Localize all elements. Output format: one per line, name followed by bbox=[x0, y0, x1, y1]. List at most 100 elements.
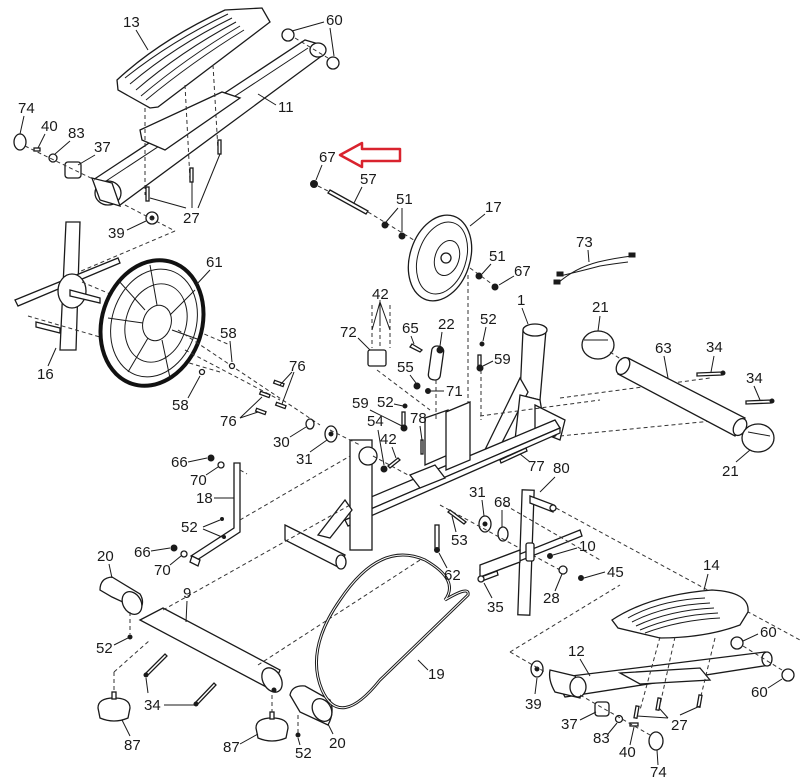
screw-52 bbox=[295, 732, 301, 738]
label-73: 73 bbox=[576, 234, 593, 251]
nut-67 bbox=[491, 283, 499, 291]
label-51: 51 bbox=[396, 191, 413, 208]
bolt-77 bbox=[499, 447, 528, 464]
bolt-27 bbox=[655, 697, 662, 712]
label-58: 58 bbox=[220, 325, 237, 342]
label-34: 34 bbox=[706, 339, 723, 356]
label-87: 87 bbox=[223, 739, 240, 756]
screw-52 bbox=[479, 341, 485, 347]
label-42: 42 bbox=[380, 431, 397, 448]
pulley-assembly bbox=[310, 180, 499, 420]
label-52: 52 bbox=[96, 640, 113, 657]
idler-22 bbox=[427, 345, 445, 381]
label-31: 31 bbox=[296, 451, 313, 468]
nut-45 bbox=[578, 575, 584, 581]
washer-28 bbox=[558, 565, 568, 575]
label-27: 27 bbox=[183, 210, 200, 227]
flywheel-61 bbox=[98, 258, 206, 388]
nut-10 bbox=[547, 553, 553, 559]
label-22: 22 bbox=[438, 316, 455, 333]
left-pedal-assembly bbox=[13, 7, 340, 281]
label-53: 53 bbox=[451, 532, 468, 549]
bolt-59 bbox=[401, 411, 406, 427]
bolt-27 bbox=[145, 186, 150, 202]
nut-66 bbox=[170, 544, 178, 552]
pedal-13 bbox=[116, 7, 271, 109]
label-55: 55 bbox=[397, 359, 414, 376]
label-54: 54 bbox=[367, 413, 384, 430]
label-52: 52 bbox=[480, 311, 497, 328]
label-60: 60 bbox=[760, 624, 777, 641]
bolt-27 bbox=[696, 694, 703, 709]
label-68: 68 bbox=[494, 494, 511, 511]
bolt-58 bbox=[228, 362, 236, 370]
screw-40 bbox=[33, 147, 41, 152]
bolt-34 bbox=[696, 371, 723, 377]
frame-fasteners bbox=[367, 300, 528, 553]
label-80: 80 bbox=[553, 460, 570, 477]
label-74: 74 bbox=[650, 764, 667, 781]
bolt-58 bbox=[198, 368, 206, 376]
nut-66 bbox=[207, 454, 215, 462]
rear-stabilizer bbox=[581, 330, 775, 453]
bolt-34 bbox=[194, 682, 217, 706]
flywheel-assembly bbox=[14, 221, 338, 443]
label-40: 40 bbox=[619, 744, 636, 761]
bolt-76 bbox=[274, 401, 287, 410]
label-28: 28 bbox=[543, 590, 560, 607]
label-21: 21 bbox=[722, 463, 739, 480]
label-16: 16 bbox=[37, 366, 54, 383]
bolt-62 bbox=[434, 524, 440, 550]
label-9: 9 bbox=[183, 585, 191, 602]
label-58: 58 bbox=[172, 397, 189, 414]
bolt-76 bbox=[272, 379, 285, 388]
stabilizer-9 bbox=[138, 607, 281, 691]
label-1: 1 bbox=[517, 292, 525, 309]
end-cap-21 bbox=[581, 330, 615, 360]
nut-55 bbox=[413, 382, 421, 390]
label-67-highlighted: 67 bbox=[319, 149, 336, 166]
label-18: 18 bbox=[196, 490, 213, 507]
washer-83 bbox=[614, 714, 624, 724]
washer-70 bbox=[180, 550, 188, 558]
nut-60 bbox=[326, 56, 340, 70]
label-27: 27 bbox=[671, 717, 688, 734]
right-pedal-assembly bbox=[509, 584, 795, 751]
nut-60 bbox=[781, 668, 795, 682]
label-39: 39 bbox=[108, 225, 125, 242]
label-14: 14 bbox=[703, 557, 720, 574]
bracket-18-assembly bbox=[170, 454, 351, 567]
pedal-bracket bbox=[139, 91, 242, 151]
screw-40 bbox=[629, 722, 639, 727]
label-37: 37 bbox=[94, 139, 111, 156]
screw-52 bbox=[127, 634, 133, 640]
label-17: 17 bbox=[485, 199, 502, 216]
bolt-27 bbox=[217, 139, 222, 155]
label-72: 72 bbox=[340, 324, 357, 341]
washer-83 bbox=[48, 153, 58, 163]
label-59: 59 bbox=[494, 351, 511, 368]
label-60: 60 bbox=[326, 12, 343, 29]
label-87: 87 bbox=[124, 737, 141, 754]
label-35: 35 bbox=[487, 599, 504, 616]
nut-51 bbox=[398, 232, 406, 240]
axle-57 bbox=[327, 189, 369, 215]
label-71: 71 bbox=[446, 383, 463, 400]
label-12: 12 bbox=[568, 643, 585, 660]
label-34: 34 bbox=[746, 370, 763, 387]
label-19: 19 bbox=[428, 666, 445, 683]
label-83: 83 bbox=[68, 125, 85, 142]
cap-74 bbox=[13, 133, 27, 151]
label-39: 39 bbox=[525, 696, 542, 713]
label-78: 78 bbox=[410, 410, 427, 427]
label-37: 37 bbox=[561, 716, 578, 733]
label-51: 51 bbox=[489, 248, 506, 265]
bolt-76 bbox=[258, 390, 271, 399]
label-74: 74 bbox=[18, 100, 35, 117]
label-30: 30 bbox=[273, 434, 290, 451]
pin-53 bbox=[447, 509, 467, 525]
main-frame-1 bbox=[284, 323, 743, 570]
wire-harness-73 bbox=[553, 252, 636, 285]
label-70: 70 bbox=[154, 562, 171, 579]
